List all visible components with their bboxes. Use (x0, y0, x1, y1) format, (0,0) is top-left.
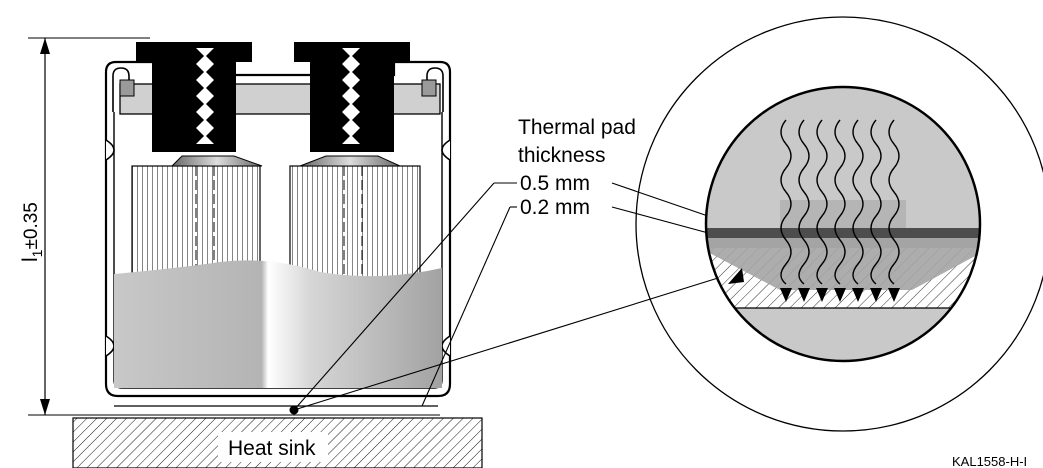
thermal-pad-label: Thermal pad (518, 116, 636, 139)
magnifier-outer-circle (635, 16, 1043, 432)
leader-dot (289, 405, 299, 415)
thickness-02-label: 0.2 mm (520, 196, 590, 219)
magnifier-inner-circle (704, 85, 982, 363)
heat-sink-label: Heat sink (228, 437, 316, 460)
terminal-left (136, 42, 252, 152)
thickness-05-label: 0.5 mm (520, 172, 590, 195)
thickness-label: thickness (518, 144, 606, 167)
height-dimension: l1±0.35 (19, 37, 440, 416)
dimension-label: l1±0.35 (19, 202, 45, 262)
magnified-detail (706, 87, 980, 361)
capacitor-can (104, 42, 452, 398)
drawing-code: KAL1558-H-I (952, 454, 1027, 468)
heat-flow-arrows (780, 288, 900, 302)
arrow-down-icon (40, 399, 50, 415)
heat-sink: Heat sink (72, 417, 483, 468)
terminal-right (294, 42, 410, 152)
arrow-up-icon (40, 38, 50, 54)
